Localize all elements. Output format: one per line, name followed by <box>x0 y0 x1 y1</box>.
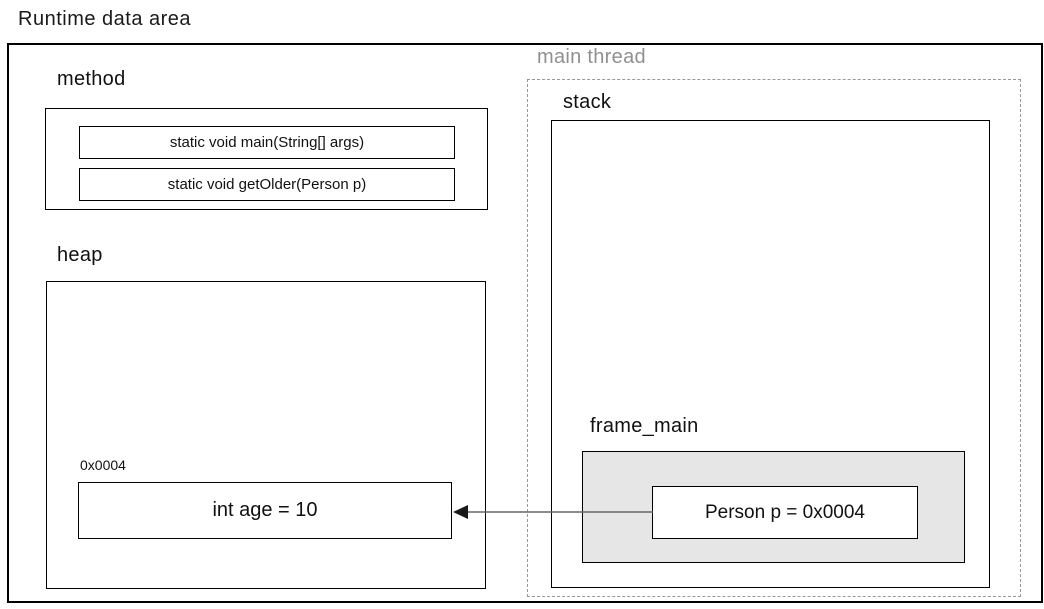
person-variable-box: Person p = 0x0004 <box>652 486 918 539</box>
method-area-label: method <box>57 68 126 90</box>
runtime-data-area-box <box>7 43 1043 603</box>
method-area-box <box>45 108 488 210</box>
heap-area-box <box>46 281 486 589</box>
method-entry-main: static void main(String[] args) <box>79 126 455 159</box>
method-entry-getolder: static void getOlder(Person p) <box>79 168 455 201</box>
main-thread-label: main thread <box>537 46 646 68</box>
heap-object-address-label: 0x0004 <box>80 457 126 473</box>
frame-main-label: frame_main <box>590 415 699 437</box>
heap-area-label: heap <box>57 244 103 266</box>
main-thread-box <box>527 79 1021 597</box>
diagram-title: Runtime data area <box>18 8 192 30</box>
heap-object-box: int age = 10 <box>78 482 452 539</box>
stack-label: stack <box>563 91 612 113</box>
